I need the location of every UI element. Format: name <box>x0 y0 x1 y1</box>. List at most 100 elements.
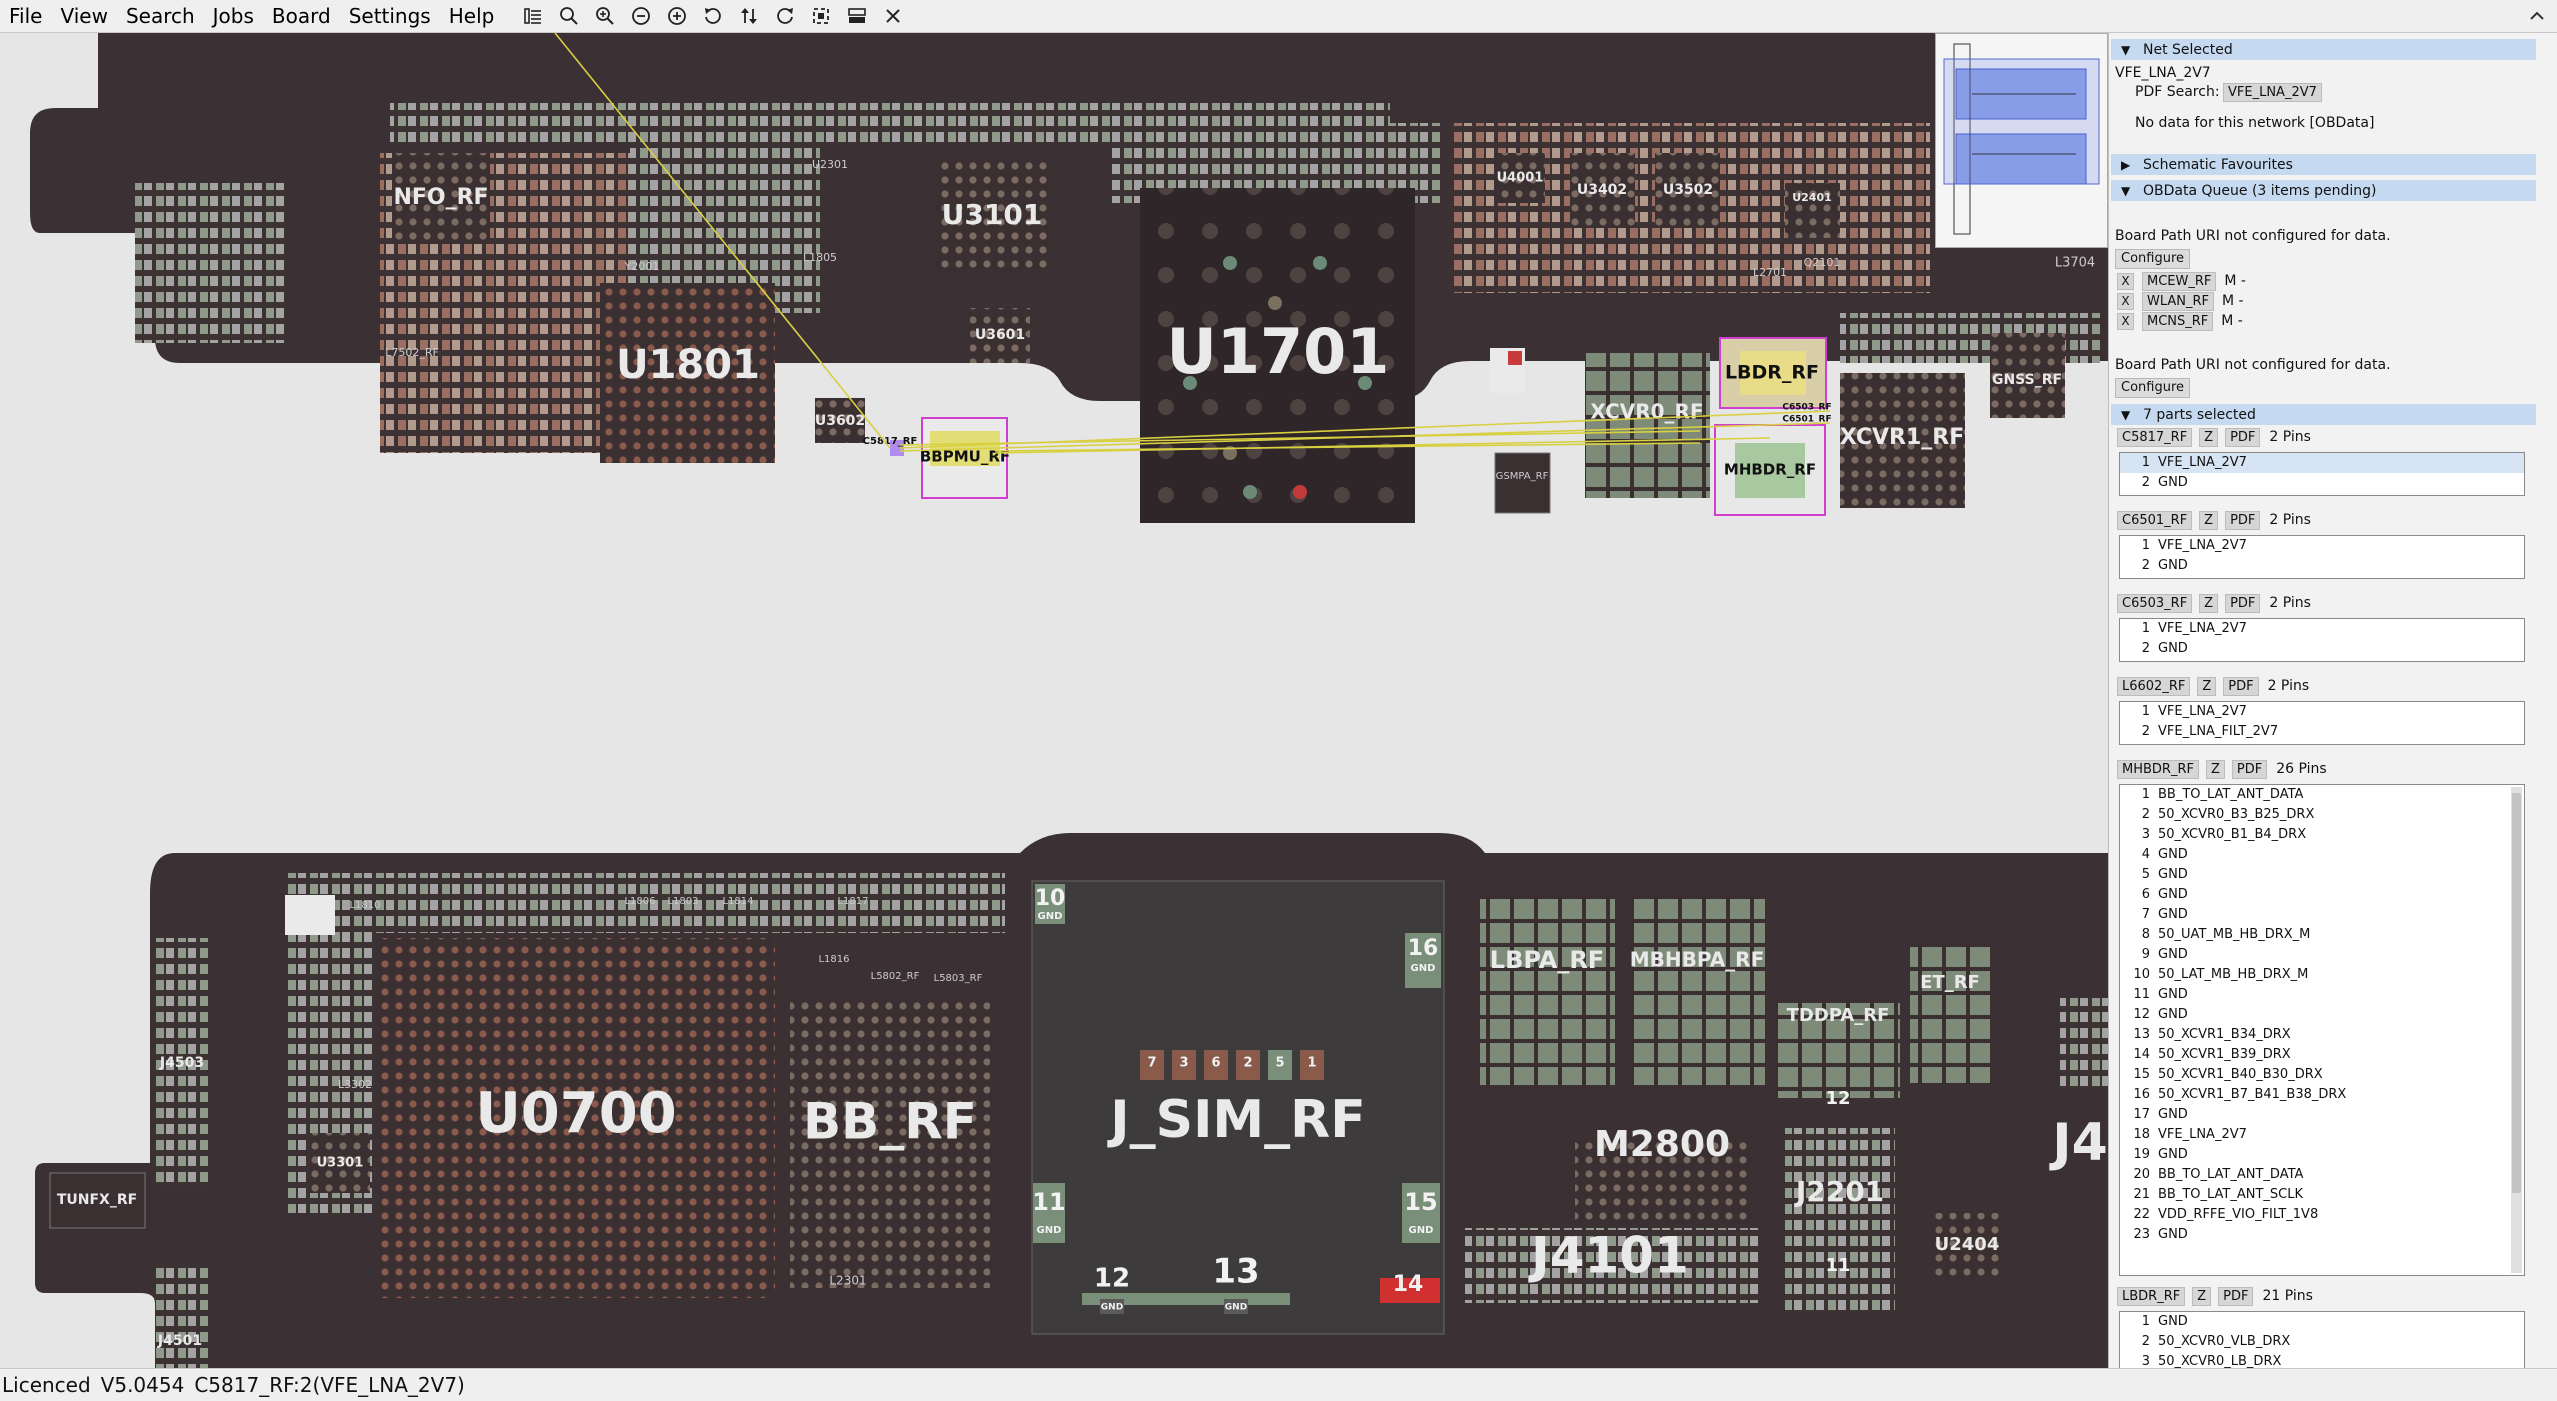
pdf-part-button[interactable]: PDF <box>2225 510 2261 530</box>
m2800-chip[interactable] <box>1575 1138 1750 1223</box>
u1701-chip[interactable] <box>1140 188 1415 523</box>
layers-icon[interactable] <box>839 0 875 33</box>
tunfx-part[interactable] <box>49 1172 146 1229</box>
menu-board[interactable]: Board <box>271 3 331 28</box>
xcvr0-chip[interactable] <box>1585 353 1710 498</box>
mbhbpa-chip[interactable] <box>1630 895 1765 1085</box>
remove-queue-item-button[interactable]: X <box>2117 292 2134 310</box>
jsim-connector[interactable] <box>1031 880 1445 1335</box>
obdata-queue-header[interactable]: ▼OBData Queue (3 items pending) <box>2111 180 2536 201</box>
u1801-chip[interactable] <box>600 283 775 463</box>
flip-icon[interactable] <box>731 0 767 33</box>
zoom-plus-icon[interactable] <box>659 0 695 33</box>
u3601-chip[interactable] <box>970 308 1030 363</box>
gsmpa-chip[interactable] <box>1494 452 1551 514</box>
lbpa-chip[interactable] <box>1480 895 1615 1085</box>
u3101-chip[interactable] <box>935 158 1050 273</box>
pdf-part-button[interactable]: PDF <box>2218 1286 2254 1306</box>
u3402-chip[interactable] <box>1570 153 1635 228</box>
xcvr1-chip[interactable] <box>1840 373 1965 508</box>
j4501-connector[interactable] <box>155 1263 210 1368</box>
u2401-chip[interactable] <box>1785 183 1840 238</box>
zoom-part-button[interactable]: Z <box>2197 676 2217 696</box>
schematic-favourites-header[interactable]: ▶Schematic Favourites <box>2111 154 2536 175</box>
zoom-part-button[interactable]: Z <box>2199 427 2219 447</box>
panel-toggle-icon[interactable] <box>515 0 551 33</box>
pin-list-scrollbar[interactable] <box>2511 787 2522 1273</box>
menu-settings[interactable]: Settings <box>348 3 431 28</box>
menu-search[interactable]: Search <box>125 3 195 28</box>
zoom-out-icon[interactable] <box>623 0 659 33</box>
nfo-chip[interactable] <box>392 153 490 243</box>
u3301-chip[interactable] <box>310 1133 370 1193</box>
menu-help[interactable]: Help <box>448 3 495 28</box>
board-canvas[interactable]: NFO_RF U1801 U3101 U3601 U3602 U1701 U40… <box>0 33 2108 1368</box>
gnss-chip[interactable] <box>1990 333 2065 418</box>
zoom-part-button[interactable]: Z <box>2205 759 2225 779</box>
scrollbar-thumb[interactable] <box>2512 793 2521 1193</box>
j2201-connector[interactable] <box>1785 1128 1895 1313</box>
j4503-connector[interactable] <box>155 938 210 1188</box>
close-icon[interactable] <box>875 0 911 33</box>
pdf-part-button[interactable]: PDF <box>2231 759 2268 779</box>
remove-queue-item-button[interactable]: X <box>2117 312 2134 330</box>
u4001-chip[interactable] <box>1495 153 1545 203</box>
collapse-icon[interactable] <box>2525 4 2549 28</box>
configure-button-2[interactable]: Configure <box>2115 378 2191 398</box>
et-chip[interactable] <box>1910 943 1990 1083</box>
tddpa-chip[interactable] <box>1775 1003 1900 1098</box>
zoom-part-button[interactable]: Z <box>2199 593 2219 613</box>
fit-screen-icon[interactable] <box>803 0 839 33</box>
zoom-part-button[interactable]: Z <box>2199 510 2219 530</box>
pdf-part-button[interactable]: PDF <box>2223 676 2259 696</box>
board-minimap[interactable] <box>1935 33 2108 248</box>
u0700-chip[interactable] <box>380 938 775 1298</box>
pin-list-lbdr[interactable]: 1GND250_XCVR0_VLB_DRX350_XCVR0_LB_DRX4GN… <box>2119 1311 2525 1368</box>
zoom-part-button[interactable]: Z <box>2192 1286 2212 1306</box>
net-selected-header[interactable]: ▼Net Selected <box>2111 39 2536 60</box>
c5817-part-selected[interactable] <box>890 440 904 456</box>
pdf-part-button[interactable]: PDF <box>2225 427 2261 447</box>
board-viewport[interactable]: NFO_RF U1801 U3101 U3601 U3602 U1701 U40… <box>0 33 2108 1368</box>
u2404-chip[interactable] <box>1935 1213 2000 1278</box>
zoom-fit-icon[interactable] <box>551 0 587 33</box>
menu-file[interactable]: File <box>9 3 43 28</box>
menu-jobs[interactable]: Jobs <box>212 3 254 28</box>
configure-button-1[interactable]: Configure <box>2115 249 2191 269</box>
pdf-part-button[interactable]: PDF <box>2225 593 2261 613</box>
